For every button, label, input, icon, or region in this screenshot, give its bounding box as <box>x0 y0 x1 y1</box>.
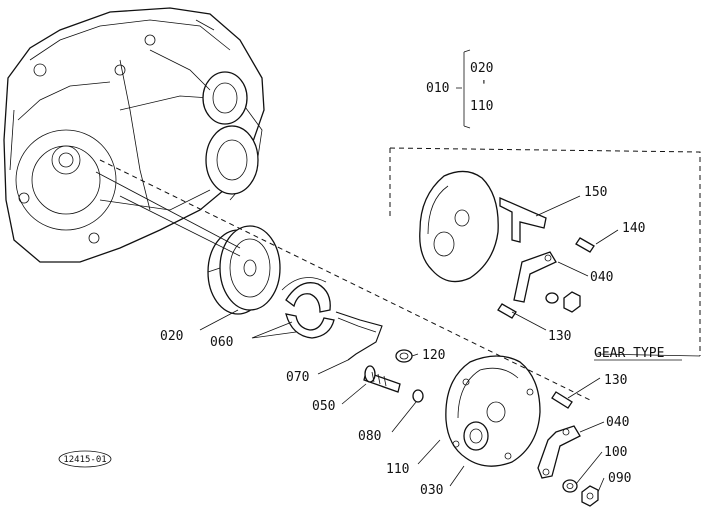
assembly-axis <box>99 159 591 401</box>
label-090: 090 <box>608 471 631 486</box>
label-110: 110 <box>386 462 409 477</box>
label-010: 010 <box>426 81 449 96</box>
nut-090 <box>581 485 599 507</box>
assembly-axis-solid <box>95 171 241 257</box>
gear-type-inset <box>389 147 701 356</box>
label-110-top: 110 <box>470 99 493 114</box>
shaft-050 <box>363 365 401 393</box>
label-020: 020 <box>160 329 183 344</box>
spring-070 <box>335 311 383 361</box>
brake-shoes-060 <box>281 277 335 339</box>
label-140: 140 <box>622 221 645 236</box>
label-050: 050 <box>312 399 335 414</box>
washer-100 <box>562 479 578 493</box>
label-030: 030 <box>420 483 443 498</box>
o-ring-080 <box>412 389 424 403</box>
label-120: 120 <box>422 348 445 363</box>
transmission-housing <box>3 7 265 263</box>
label-040: 040 <box>606 415 629 430</box>
label-040-inset: 040 <box>590 270 613 285</box>
label-130-inset: 130 <box>548 329 571 344</box>
label-020-top: 020 <box>470 61 493 76</box>
label-separator: ' <box>480 79 488 94</box>
label-150: 150 <box>584 185 607 200</box>
brake-drum-020 <box>207 225 281 315</box>
brake-cover-030 <box>445 355 541 467</box>
figure-code-badge: 12415-01 <box>58 450 112 468</box>
label-gear-type: GEAR TYPE <box>594 346 664 361</box>
label-080: 080 <box>358 429 381 444</box>
label-100: 100 <box>604 445 627 460</box>
lever-040-lower <box>537 425 581 479</box>
figure-code: 12415-01 <box>63 455 106 465</box>
leader-lines <box>199 49 701 493</box>
ring-120 <box>395 349 413 363</box>
label-070: 070 <box>286 370 309 385</box>
label-130: 130 <box>604 373 627 388</box>
bolt-130-lower <box>551 391 573 409</box>
label-060: 060 <box>210 335 233 350</box>
